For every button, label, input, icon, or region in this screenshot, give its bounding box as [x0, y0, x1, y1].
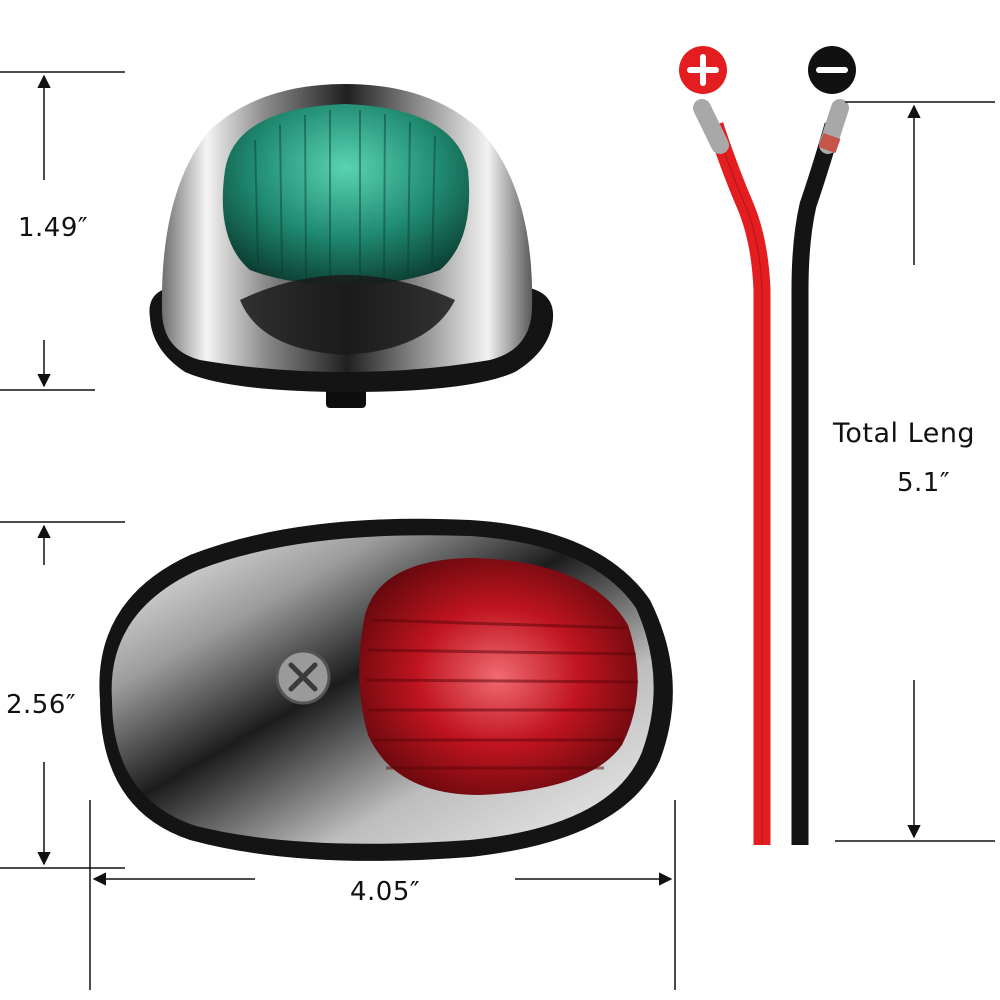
power-wires: [679, 46, 856, 845]
side-light-width-label: 4.05″: [350, 877, 421, 907]
green-lens-ribs: [254, 110, 436, 283]
negative-wire-band: [818, 132, 841, 154]
wire-total-length-label: Total Leng: [833, 418, 976, 449]
green-lens: [222, 104, 470, 285]
top-light-height-label: 1.49″: [18, 213, 89, 243]
negative-wire: [791, 122, 842, 845]
red-port-light: [99, 518, 673, 861]
red-lens: [359, 558, 638, 795]
side-light-height-label: 2.56″: [6, 690, 77, 720]
positive-wire: [706, 122, 771, 845]
positive-wire-tip: [693, 99, 729, 154]
screw-cross-icon: [288, 662, 318, 692]
red-lens-ribs: [365, 618, 639, 770]
dimension-lines: [0, 71, 995, 990]
dome-reflection: [240, 275, 455, 355]
wire-length-value: 5.1″: [897, 468, 951, 498]
green-starboard-light: [149, 84, 554, 408]
